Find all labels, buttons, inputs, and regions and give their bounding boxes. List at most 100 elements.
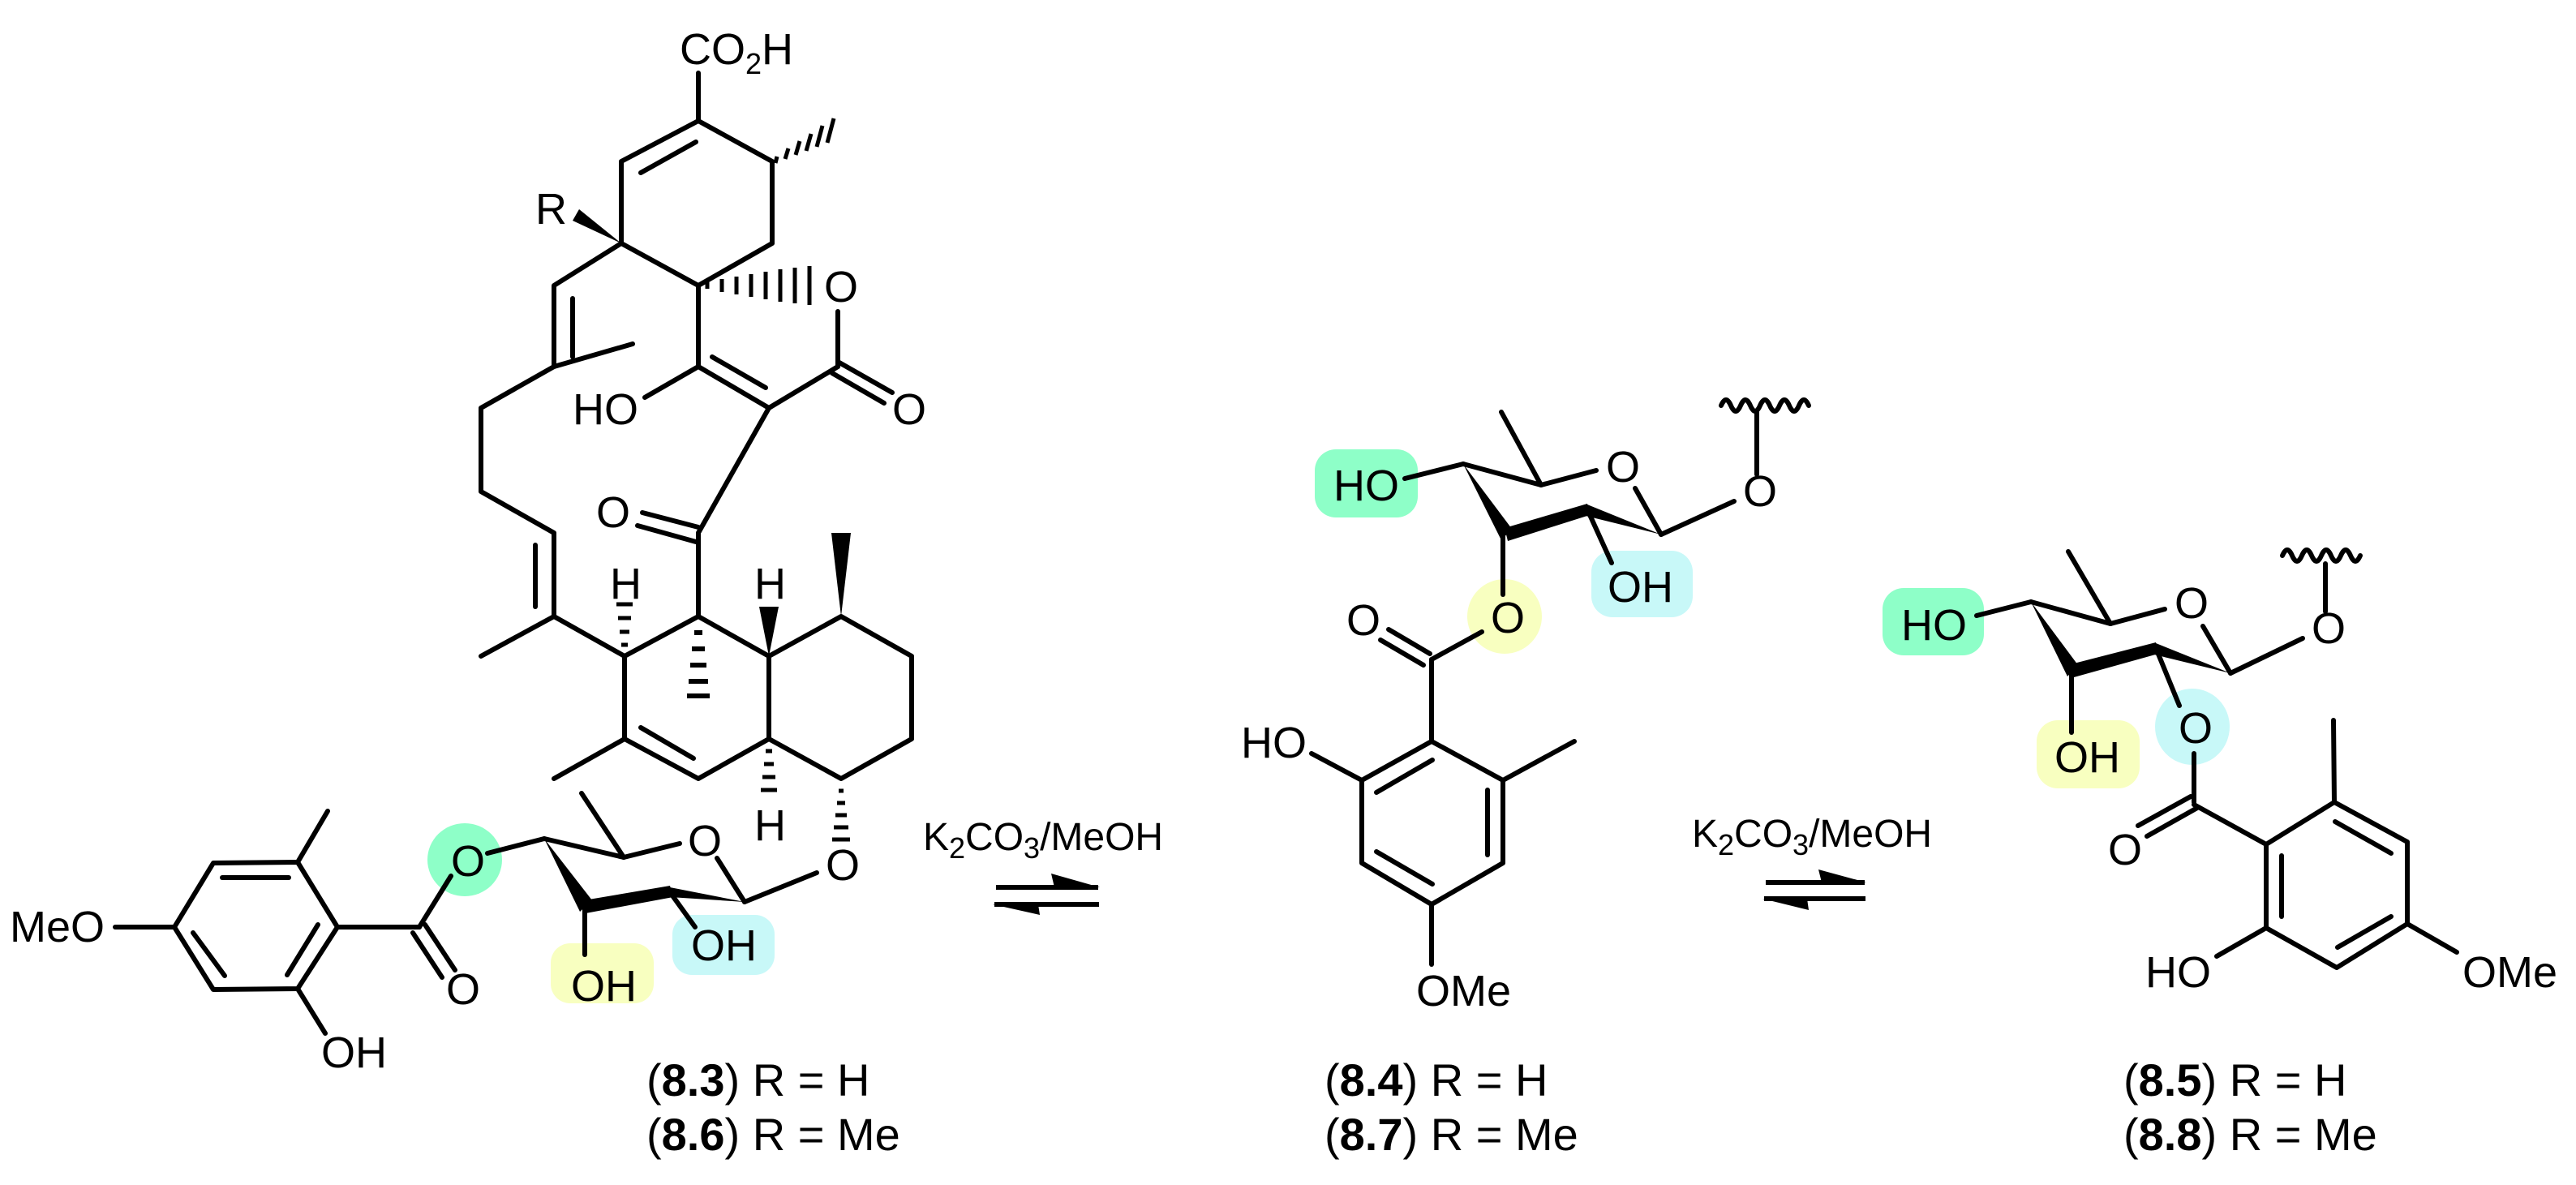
aromatic-inner xyxy=(1374,849,1435,887)
bond xyxy=(2405,921,2459,955)
wedge-bond-h xyxy=(759,607,779,656)
bond xyxy=(2228,636,2305,676)
double-bond-inner xyxy=(638,725,696,761)
aromatic-inner xyxy=(1374,758,1435,795)
glycoside-o-label: O xyxy=(1743,467,1777,516)
lactone-carbonyl-o-label: O xyxy=(892,385,926,434)
hashed-bond-h-bottom xyxy=(761,749,777,792)
highlight-cyan-oh xyxy=(1591,551,1693,617)
bond xyxy=(1402,462,1466,481)
bond xyxy=(696,364,771,410)
aromatic-inner xyxy=(285,922,320,977)
h-label-bottom: H xyxy=(754,801,786,850)
oh-label-cyan: OH xyxy=(691,921,757,970)
highlight-cyan-ester-o xyxy=(2155,689,2230,765)
methyl xyxy=(552,341,635,369)
compound-8-4: HO O O OH O O HO OMe (8.4) R = H (8.7) R… xyxy=(1241,397,1811,1160)
methyl xyxy=(2066,549,2113,626)
macrocycle-chain xyxy=(479,241,627,659)
hashed-bond-h xyxy=(616,602,633,647)
compound-caption-8-5: (8.5) R = H xyxy=(2123,1054,2346,1106)
ester-o-label: O xyxy=(451,837,485,886)
bond xyxy=(621,841,682,860)
aryl-oh-label: OH xyxy=(321,1028,387,1077)
bond xyxy=(2192,802,2269,847)
double-bond-inner xyxy=(638,140,698,175)
wedge-bond-sugar-c1 xyxy=(2154,643,2230,673)
wedge-bond-sugar xyxy=(2031,602,2078,676)
compound-caption-8-3: (8.3) R = H xyxy=(646,1054,869,1106)
methyl xyxy=(579,791,626,860)
aromatic-ring xyxy=(172,860,340,992)
carbonyl-bond xyxy=(423,922,457,972)
highlight-green-ester-o xyxy=(427,823,502,896)
bond xyxy=(1539,468,1599,487)
bond xyxy=(766,364,840,410)
oh-label-cyan: OH xyxy=(1608,563,1673,612)
carboxylic-acid-label: CO2H xyxy=(680,25,793,80)
bond xyxy=(295,986,328,1036)
decalin-ring-b xyxy=(766,614,914,781)
reverse-arrow-head xyxy=(993,904,1040,915)
bond xyxy=(668,890,698,930)
highlight-yellow-oh xyxy=(551,943,654,1003)
bond xyxy=(2214,925,2269,959)
bond xyxy=(742,870,819,904)
highlight-yellow-ester-o xyxy=(1467,579,1542,654)
meo-label: MeO xyxy=(10,903,105,951)
hashed-methyl-quaternary xyxy=(687,630,710,698)
methyl xyxy=(295,809,330,865)
bond xyxy=(1309,751,1364,783)
wavy-bond-icon xyxy=(1719,397,1811,414)
highlight-green-ho xyxy=(1315,449,1418,517)
oh-label-yellow: OH xyxy=(2054,733,2120,782)
methyl xyxy=(1499,410,1543,487)
bond xyxy=(2108,607,2167,626)
carbonyl-bond xyxy=(635,523,698,544)
glycoside-o-label: O xyxy=(826,841,860,890)
bold-bond-sugar xyxy=(584,886,673,913)
carbonyl-bond xyxy=(2145,805,2200,839)
wavy-bond-icon xyxy=(2280,547,2363,564)
aromatic-inner xyxy=(2335,914,2394,950)
bond xyxy=(1429,629,1484,662)
aryl-ho-label: HO xyxy=(1241,719,1307,767)
ring-o-label: O xyxy=(688,817,722,865)
reagent-label-2: K2CO3/MeOH xyxy=(1692,813,1932,861)
hashed-bond-lactone-o xyxy=(705,266,812,305)
r-group-label: R xyxy=(535,185,567,234)
bond xyxy=(485,836,547,856)
methyl xyxy=(2331,718,2337,805)
aromatic-inner xyxy=(2333,819,2394,856)
aryl-ho-label: HO xyxy=(2145,948,2211,997)
double-bond-inner xyxy=(710,354,768,390)
glycoside-o-label: O xyxy=(2312,604,2346,653)
compound-caption-8-8: (8.8) R = Me xyxy=(2123,1109,2377,1160)
ome-label: OMe xyxy=(2462,948,2557,997)
compound-caption-8-6: (8.6) R = Me xyxy=(646,1109,900,1160)
highlight-cyan-oh xyxy=(672,915,775,975)
bond xyxy=(2153,646,2182,708)
hashed-bond-glycoside xyxy=(832,788,850,842)
ome-label: OMe xyxy=(1416,967,1511,1015)
carbonyl-bond xyxy=(2136,794,2193,828)
bond xyxy=(642,364,701,400)
compound-caption-8-4: (8.4) R = H xyxy=(1324,1054,1548,1106)
lactone-o-label: O xyxy=(824,263,858,311)
bond xyxy=(696,406,771,535)
methyl xyxy=(552,736,627,781)
compound-caption-8-7: (8.7) R = Me xyxy=(1324,1109,1578,1160)
oh-label-yellow: OH xyxy=(571,962,637,1011)
ho-label-green: HO xyxy=(1901,601,1967,650)
ester-o-label: O xyxy=(2179,704,2213,753)
carbonyl-o-label: O xyxy=(446,965,480,1014)
ketone-o-label: O xyxy=(596,488,630,537)
ring-top xyxy=(619,118,775,288)
wedge-bond-sugar xyxy=(544,839,592,912)
bond xyxy=(417,874,453,930)
methyl xyxy=(1501,739,1577,783)
ring-o-label: O xyxy=(1606,443,1640,492)
methyl xyxy=(479,614,556,659)
ho-label-green: HO xyxy=(1333,462,1399,510)
